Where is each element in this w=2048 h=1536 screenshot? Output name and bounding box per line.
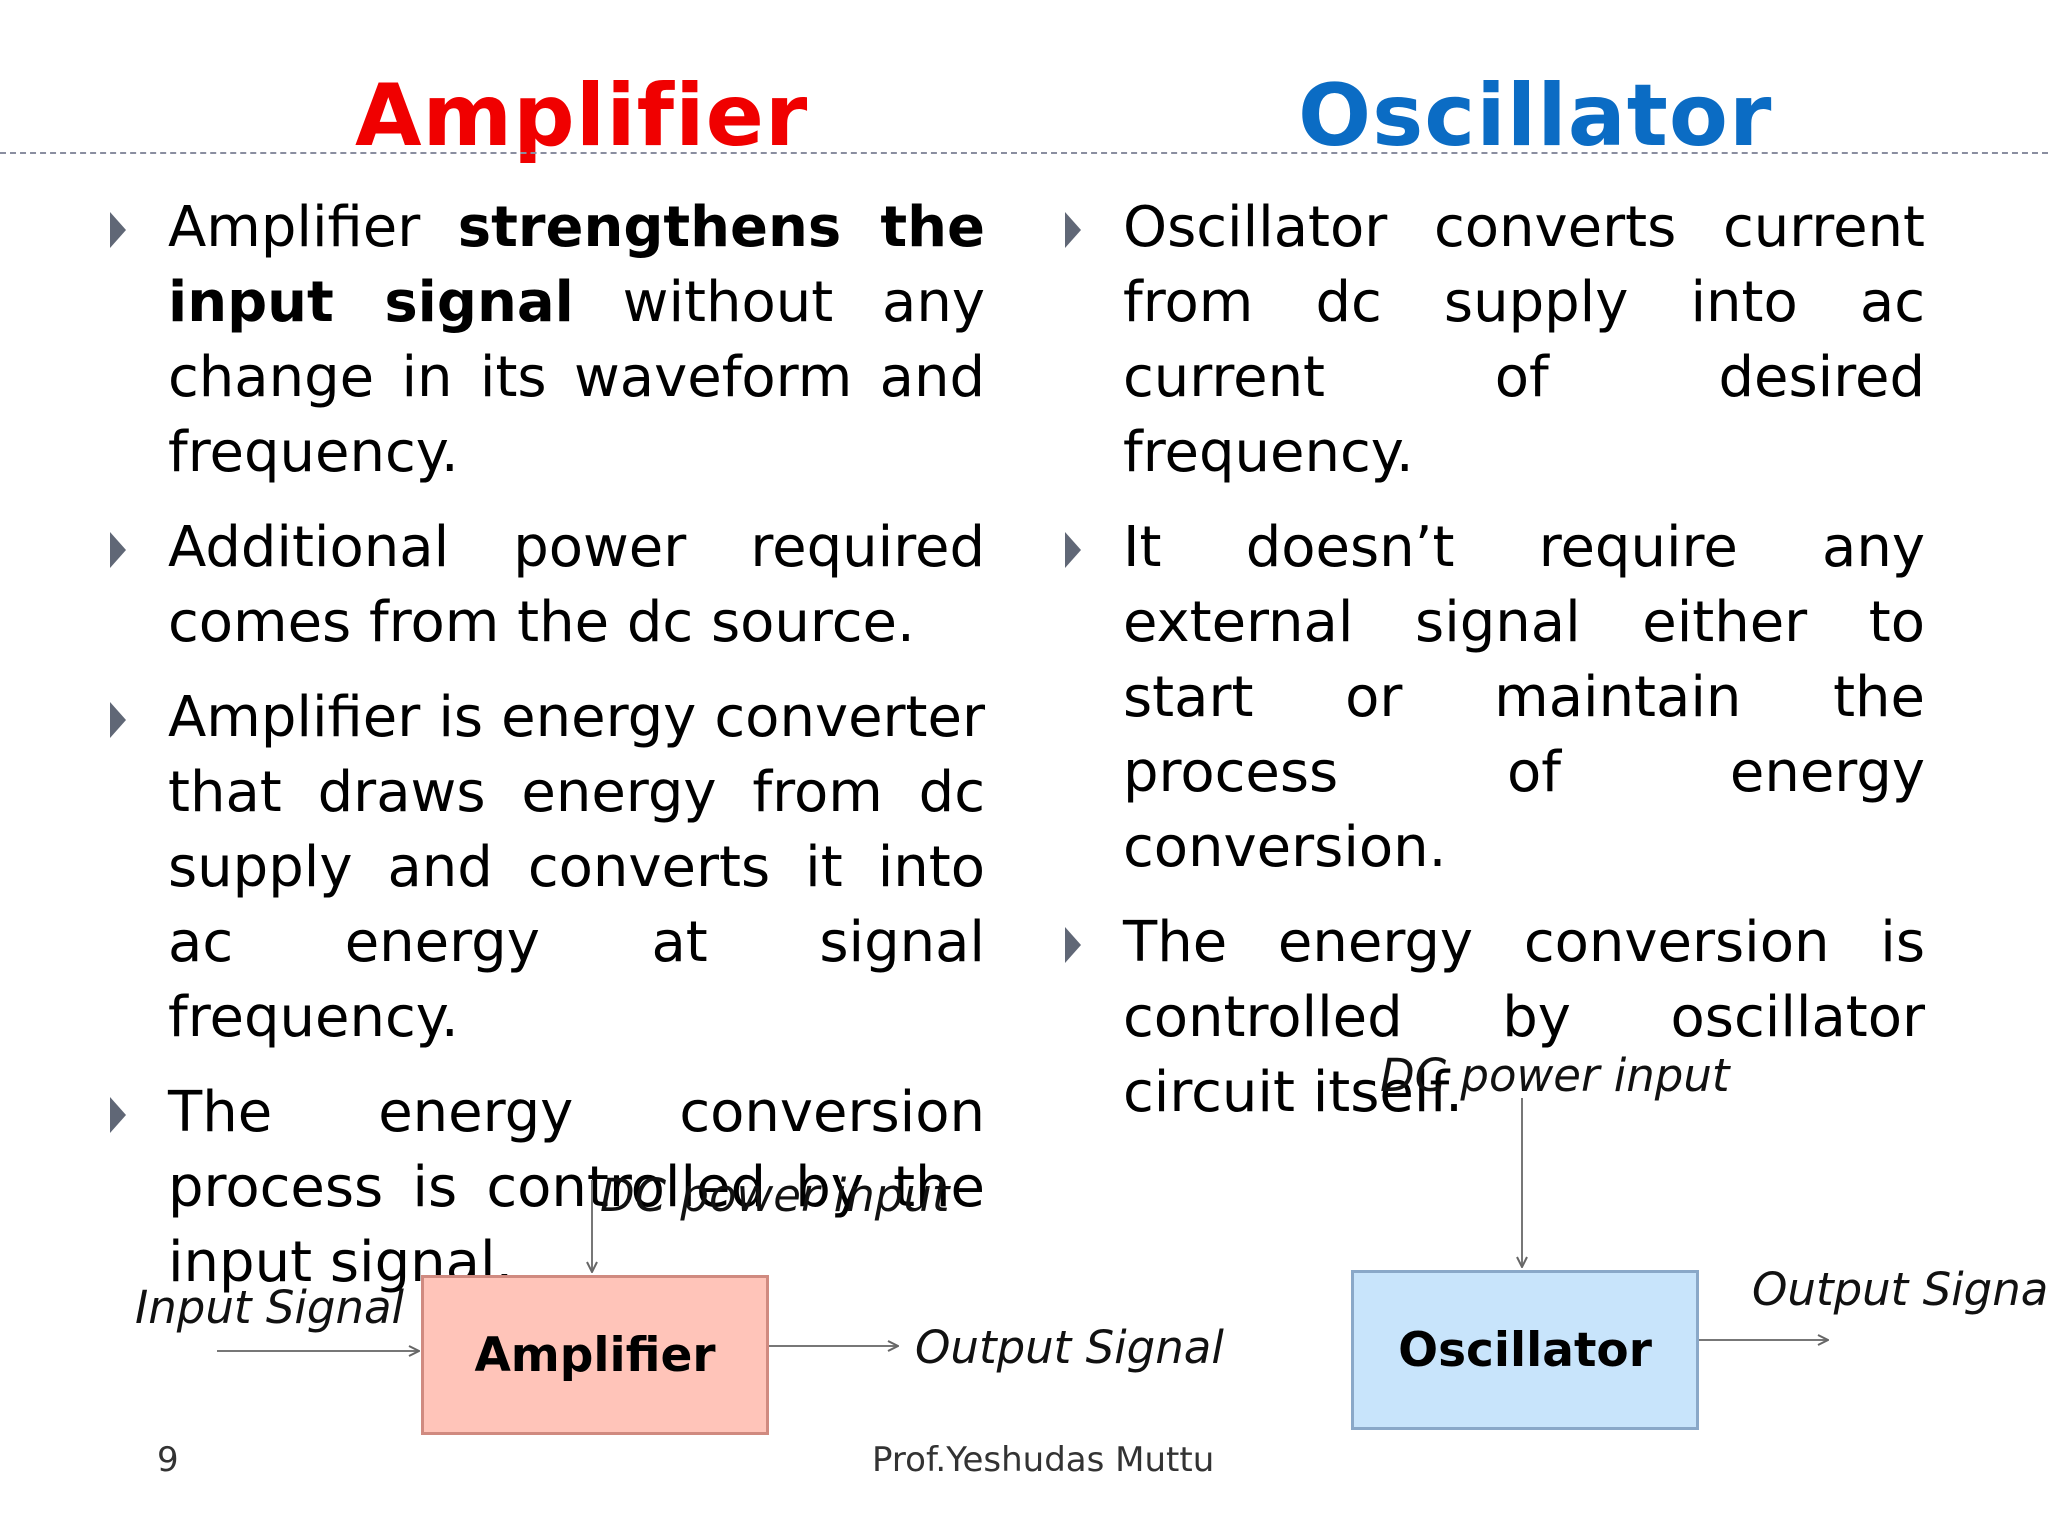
- oscillator-bullet-2: It doesn’t require any external signal e…: [1055, 510, 1925, 885]
- oscillator-bullet-3-text: The energy conversion is controlled by o…: [1123, 910, 1925, 1125]
- amplifier-bullet-1-text: Amplifier strengthens the input signal w…: [168, 190, 985, 490]
- title-divider: [0, 152, 2048, 154]
- author-footer: Prof.Yeshudas Muttu: [872, 1440, 1215, 1480]
- amp-input-signal-label: Input Signal: [135, 1281, 405, 1334]
- amplifier-bullet-1-post: without any change in its waveform and f…: [168, 270, 985, 485]
- osc-output-signal-label: Output Signal: [1752, 1263, 2048, 1316]
- amplifier-bullet-4: The energy conversion process is control…: [100, 1075, 985, 1300]
- amplifier-bullet-list: Amplifier strengthens the input signal w…: [100, 190, 985, 1320]
- amplifier-bullet-2: Additional power required comes from the…: [100, 510, 985, 660]
- page-number: 9: [157, 1440, 179, 1480]
- oscillator-bullet-1-text: Oscillator converts current from dc supp…: [1123, 195, 1925, 485]
- amplifier-block: Amplifier: [421, 1275, 769, 1435]
- bullet-arrow-icon: [110, 212, 126, 248]
- oscillator-bullet-1: Oscillator converts current from dc supp…: [1055, 190, 1925, 490]
- bullet-arrow-icon: [110, 1097, 126, 1133]
- osc-dc-power-label: DC power input: [1380, 1049, 1730, 1102]
- oscillator-bullet-2-text: It doesn’t require any external signal e…: [1123, 515, 1925, 880]
- amplifier-bullet-1-pre: Amplifier: [168, 195, 458, 260]
- bullet-arrow-icon: [1065, 212, 1081, 248]
- bullet-arrow-icon: [1065, 532, 1081, 568]
- amplifier-bullet-3: Amplifier is energy converter that draws…: [100, 680, 985, 1055]
- amp-dc-power-label: DC power input: [600, 1169, 950, 1222]
- oscillator-title: Oscillator: [1298, 66, 1773, 166]
- amp-output-signal-label: Output Signal: [915, 1321, 1224, 1374]
- amplifier-bullet-1-bold: strengthens the input signal: [168, 195, 985, 335]
- amplifier-title: Amplifier: [355, 66, 809, 166]
- bullet-arrow-icon: [110, 532, 126, 568]
- amplifier-bullet-2-text: Additional power required comes from the…: [168, 515, 985, 655]
- bullet-arrow-icon: [110, 702, 126, 738]
- oscillator-bullet-list: Oscillator converts current from dc supp…: [1055, 190, 1925, 1150]
- oscillator-block: Oscillator: [1351, 1270, 1699, 1430]
- bullet-arrow-icon: [1065, 927, 1081, 963]
- oscillator-bullet-3: The energy conversion is controlled by o…: [1055, 905, 1925, 1130]
- amplifier-bullet-3-text: Amplifier is energy converter that draws…: [168, 685, 985, 1050]
- amplifier-bullet-4-text: The energy conversion process is control…: [168, 1080, 985, 1295]
- amplifier-bullet-1: Amplifier strengthens the input signal w…: [100, 190, 985, 490]
